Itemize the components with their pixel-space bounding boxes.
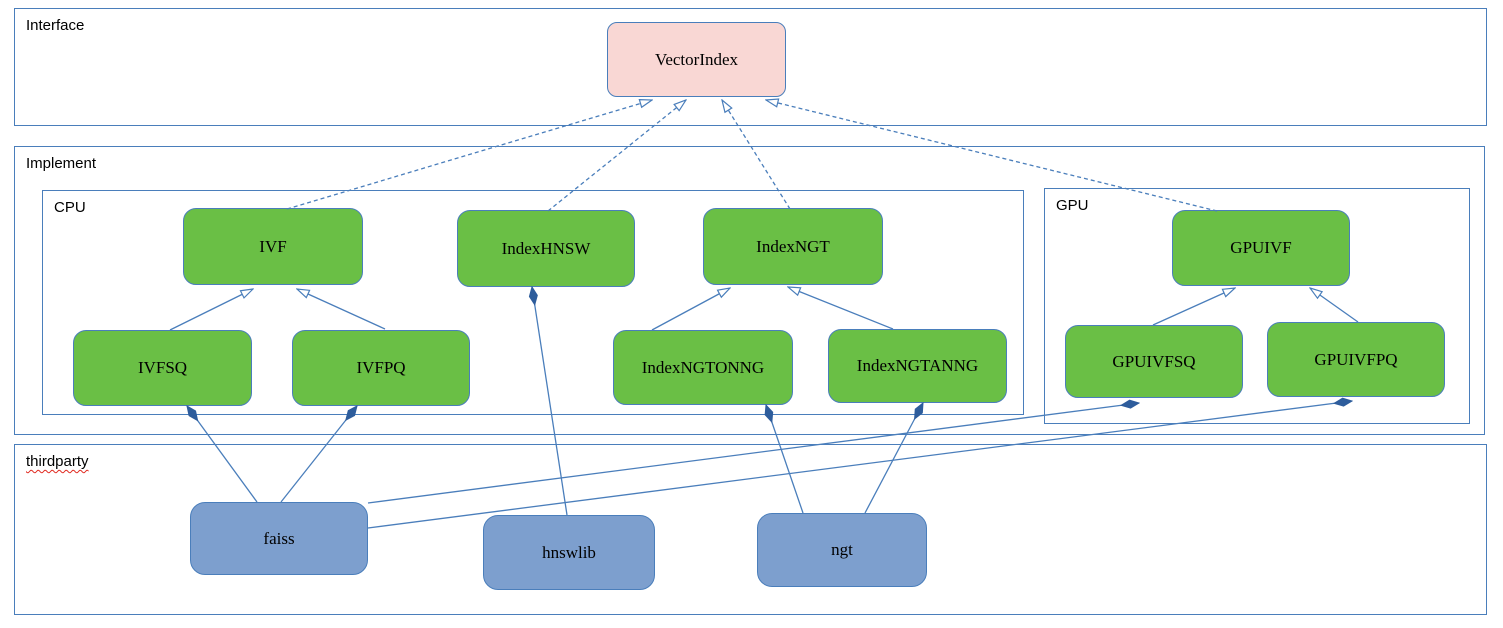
node-gpuivfsq-label: GPUIVFSQ [1112,351,1196,371]
node-ivf[interactable]: IVF [183,208,363,285]
node-hnswlib-label: hnswlib [542,542,596,562]
node-indexngtonng[interactable]: IndexNGTONNG [613,330,793,405]
node-faiss[interactable]: faiss [190,502,368,575]
implement-label: Implement [26,155,97,172]
cpu-label: CPU [54,199,86,216]
node-ngt-label: ngt [831,540,853,559]
node-gpuivfsq[interactable]: GPUIVFSQ [1065,325,1243,398]
node-hnswlib[interactable]: hnswlib [483,515,655,590]
node-ivfsq-label: IVFSQ [137,358,188,377]
node-gpuivfpq[interactable]: GPUIVFPQ [1267,322,1445,397]
node-gpuivfpq-label: GPUIVFPQ [1314,349,1398,369]
node-ivfsq[interactable]: IVFSQ [73,330,252,406]
node-indexhnsw-label: IndexHNSW [501,238,591,258]
node-indexngt[interactable]: IndexNGT [703,208,883,285]
node-indexngtonng-label: IndexNGTONNG [641,357,765,377]
node-gpuivf-label: GPUIVF [1230,238,1292,257]
node-vectorindex-label: VectorIndex [654,49,739,69]
thirdparty-label: thirdparty [26,453,89,470]
node-indexhnsw[interactable]: IndexHNSW [457,210,635,287]
node-ngt[interactable]: ngt [757,513,927,587]
node-gpuivf[interactable]: GPUIVF [1172,210,1350,286]
node-vectorindex[interactable]: VectorIndex [607,22,786,97]
interface-label: Interface [26,17,85,34]
node-indexngtanng[interactable]: IndexNGTANNG [828,329,1007,403]
node-indexngtanng-label: IndexNGTANNG [856,356,979,375]
node-faiss-label: faiss [263,528,295,548]
node-ivfpq-label: IVFPQ [356,358,406,377]
node-ivf-label: IVF [259,236,287,256]
node-indexngt-label: IndexNGT [756,236,830,256]
gpu-label: GPU [1056,197,1089,214]
node-ivfpq[interactable]: IVFPQ [292,330,470,406]
